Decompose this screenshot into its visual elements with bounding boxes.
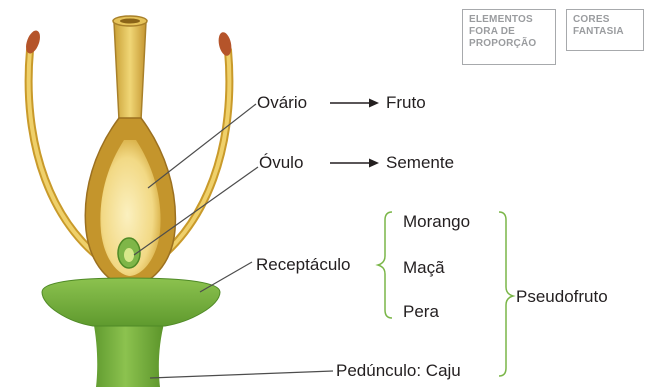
badge-scale: ELEMENTOS FORA DE PROPORÇÃO (462, 9, 556, 65)
badge-colors: CORES FANTASIA (566, 9, 644, 51)
badge-colors-line-1: CORES (573, 14, 610, 25)
badge-scale-line-2: FORA DE (469, 26, 516, 37)
label-pseudofruto: Pseudofruto (516, 287, 608, 306)
label-fruto: Fruto (386, 93, 426, 112)
pointer-ovulo (133, 166, 259, 256)
pistil-style (113, 21, 147, 121)
label-pedunculo: Pedúnculo: Caju (336, 361, 461, 380)
peduncle (93, 320, 165, 387)
label-morango: Morango (403, 212, 471, 231)
anther-right (218, 32, 232, 56)
pointer-pedunculo (149, 370, 334, 379)
label-receptaculo: Receptáculo (256, 255, 351, 274)
brace-left (375, 211, 393, 319)
label-ovario: Ovário (257, 93, 308, 112)
label-pera: Pera (403, 302, 439, 321)
pointer-ovario (147, 103, 257, 189)
label-semente: Semente (386, 153, 455, 172)
badge-scale-line-1: ELEMENTOS (469, 14, 533, 25)
label-ovulo: Óvulo (259, 153, 304, 172)
ovary-cavity (100, 140, 161, 276)
anther-left (26, 30, 40, 54)
badge-scale-line-3: PROPORÇÃO (469, 38, 537, 49)
pointer-receptaculo (199, 261, 253, 293)
label-maca: Maçã (403, 258, 445, 277)
brace-right (498, 211, 516, 377)
badge-colors-line-2: FANTASIA (573, 26, 624, 37)
receptacle (41, 277, 221, 327)
